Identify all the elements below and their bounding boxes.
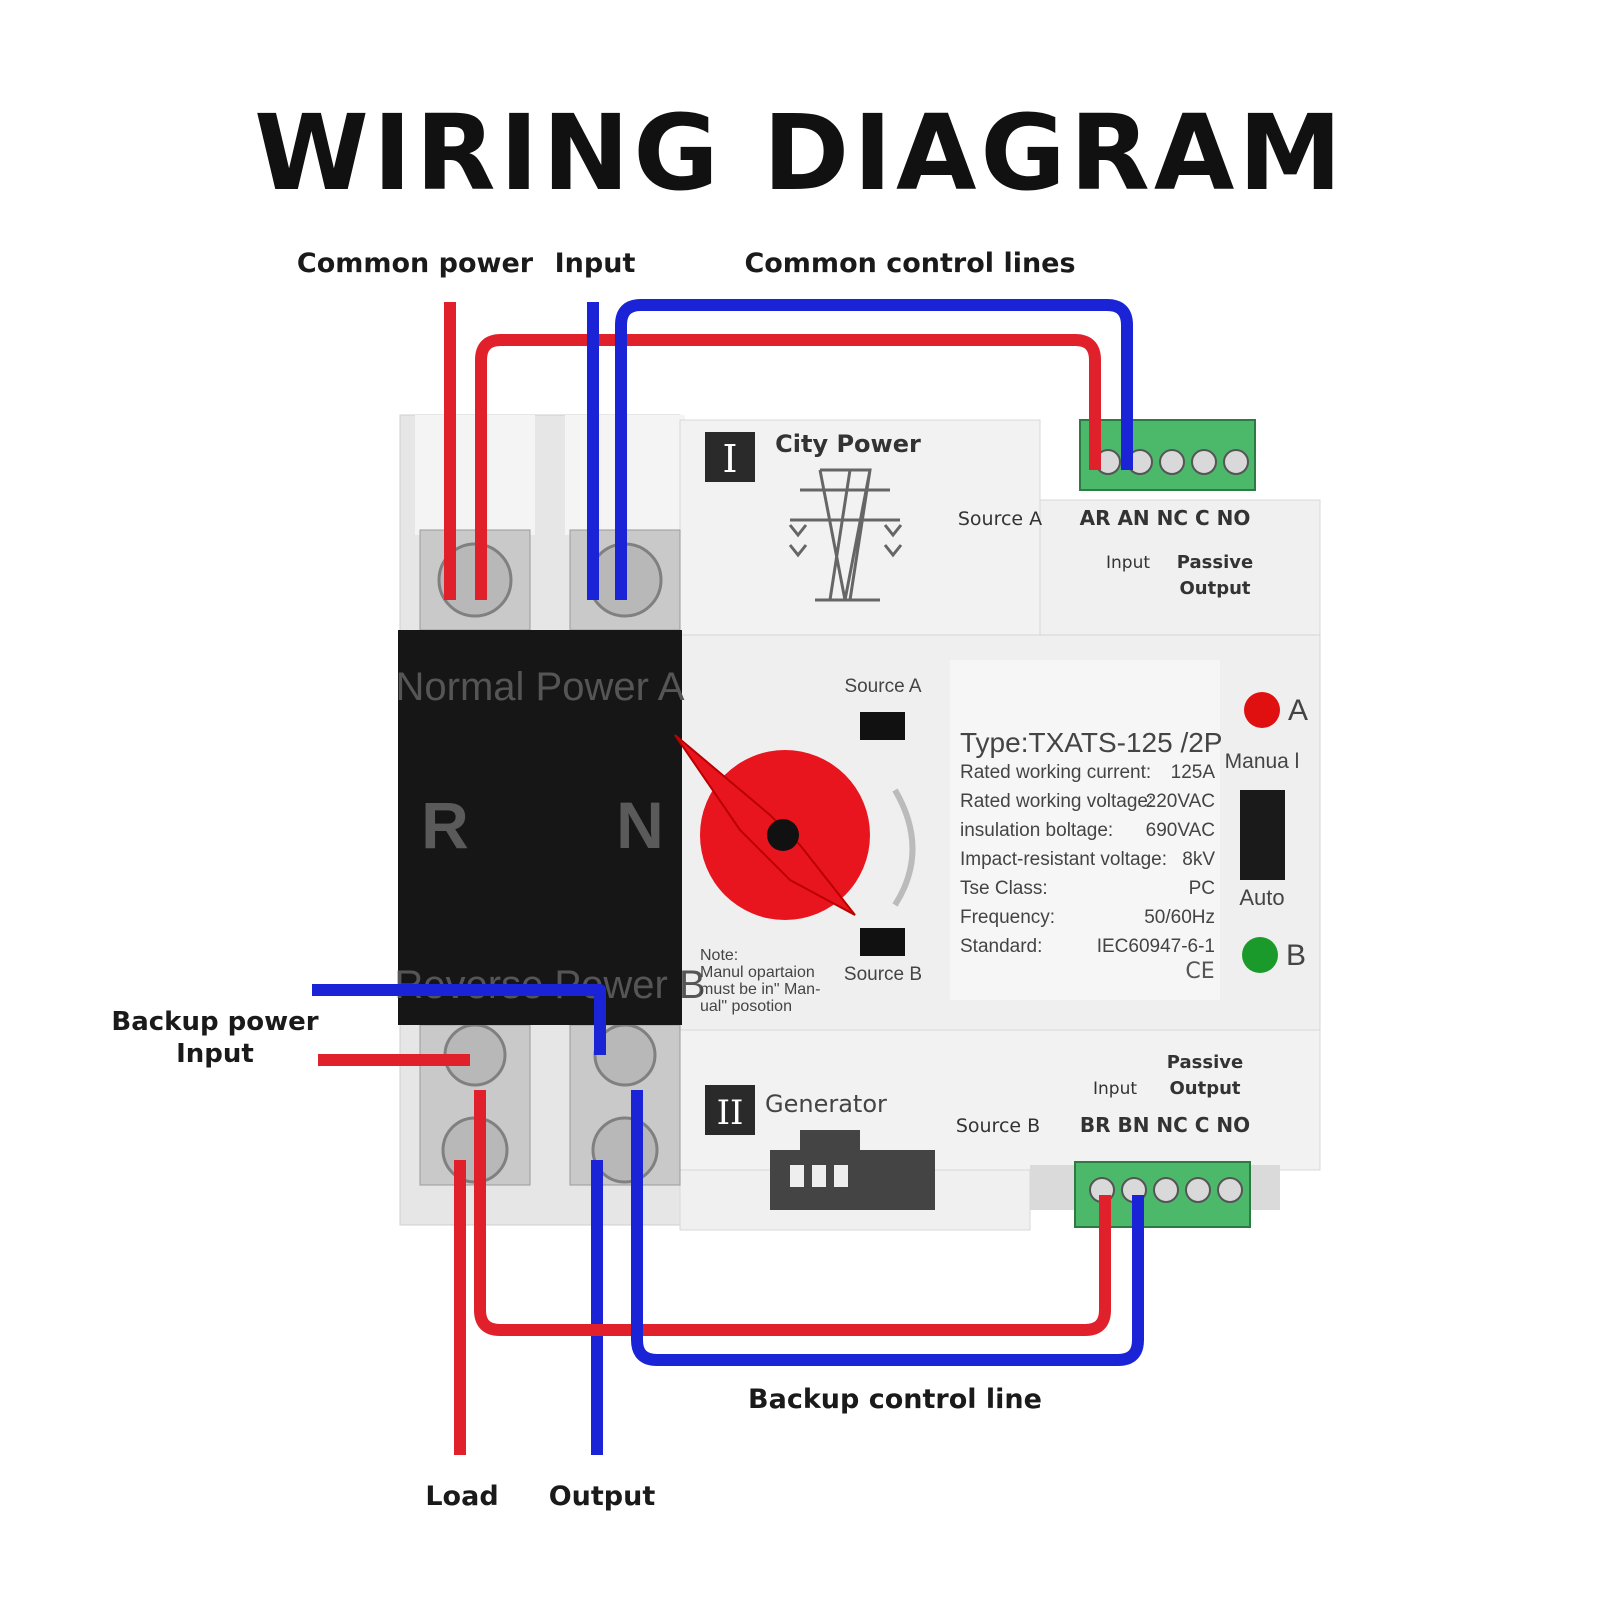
spec-name: Standard: — [960, 936, 1042, 957]
rotary-knob[interactable] — [674, 734, 870, 920]
lower-housing — [679, 1029, 1321, 1171]
wire-common-control-blue — [615, 299, 1133, 600]
note-line-1: Note: — [700, 947, 738, 964]
source-a-badge-label: I — [722, 437, 737, 481]
top-output-label: Output — [1179, 578, 1250, 599]
label-output: Output — [549, 1481, 656, 1512]
breaker-normal-power-label: Normal Power A — [396, 665, 685, 709]
switch-direction-arrow-icon — [892, 788, 916, 907]
spec-value: 8kV — [1182, 849, 1215, 870]
city-power-label: City Power — [775, 430, 921, 458]
spec-name: Rated working voltage: — [960, 791, 1153, 812]
ce-mark: CE — [1185, 959, 1214, 984]
top-passive-label: Passive — [1177, 552, 1253, 573]
note-line-3: must be in" Man- — [700, 981, 820, 998]
transmission-tower-icon — [788, 468, 903, 602]
spec-name: Frequency: — [960, 907, 1055, 928]
spec-list: Rated working current: 125A Rated working … — [960, 762, 1215, 957]
label-common-power: Common power — [297, 248, 534, 279]
label-backup-power-2: Input — [176, 1039, 254, 1069]
window-source-a-label: Source A — [844, 676, 921, 697]
wire-backup-control-blue — [631, 1090, 1144, 1366]
spec-value: 125A — [1171, 762, 1216, 783]
mode-slider[interactable] — [1240, 790, 1285, 880]
generator-label: Generator — [765, 1090, 887, 1118]
source-a-label: Source A — [958, 508, 1042, 530]
bottom-output-label: Output — [1169, 1078, 1240, 1099]
breaker-front — [398, 630, 682, 1025]
note-line-2: Manul opartaion — [700, 964, 815, 981]
bottom-terminal-labels: BR BN NC C NO — [1080, 1113, 1250, 1137]
manual-label: Manua l — [1225, 750, 1300, 773]
indicator-a-label: A — [1288, 694, 1308, 727]
window-source-a — [860, 712, 905, 740]
spec-value: IEC60947-6-1 — [1097, 936, 1215, 957]
spec-value: 50/60Hz — [1144, 907, 1215, 928]
wire-backup-control-red — [474, 1090, 1111, 1336]
source-a-badge — [705, 432, 755, 482]
spec-name: Tse Class: — [960, 878, 1048, 899]
breaker-r-label: R — [421, 788, 469, 862]
source-b-badge-label: II — [717, 1093, 744, 1133]
window-source-b-label: Source B — [844, 964, 922, 985]
label-input: Input — [555, 248, 636, 279]
window-source-b — [860, 928, 905, 956]
bottom-input-label: Input — [1093, 1079, 1137, 1099]
spec-name: Rated working current: — [960, 762, 1151, 783]
diagram-title: WIRING DIAGRAM — [254, 92, 1346, 214]
spec-name: insulation boltage: — [960, 820, 1113, 841]
spec-value: PC — [1189, 878, 1215, 899]
top-terminal-labels: AR AN NC C NO — [1080, 506, 1251, 530]
type-label: Type:TXATS-125 /2P — [960, 727, 1223, 758]
wire-backup-input-blue — [312, 984, 606, 1055]
source-b-badge — [705, 1085, 755, 1135]
spec-value: 690VAC — [1146, 820, 1215, 841]
indicator-b-label: B — [1286, 939, 1306, 972]
bottom-passive-label: Passive — [1167, 1052, 1243, 1073]
label-load: Load — [425, 1481, 498, 1512]
wire-common-control-red — [475, 334, 1101, 600]
source-b-label: Source B — [956, 1115, 1040, 1137]
generator-icon — [770, 1130, 935, 1210]
indicator-a-led — [1244, 692, 1280, 728]
spec-value: 220VAC — [1146, 791, 1215, 812]
top-terminal-screws — [1095, 449, 1249, 475]
label-backup-power-1: Backup power — [111, 1007, 318, 1037]
spec-name: Impact-resistant voltage: — [960, 849, 1167, 870]
auto-label: Auto — [1239, 885, 1284, 910]
spec-plate — [950, 660, 1220, 1000]
label-backup-control-line: Backup control line — [748, 1384, 1042, 1415]
note-line-4: ual" posotion — [700, 998, 792, 1015]
top-input-label: Input — [1106, 553, 1150, 573]
indicator-b-led — [1242, 937, 1278, 973]
label-common-control-lines: Common control lines — [744, 248, 1075, 279]
breaker-n-label: N — [616, 788, 664, 862]
